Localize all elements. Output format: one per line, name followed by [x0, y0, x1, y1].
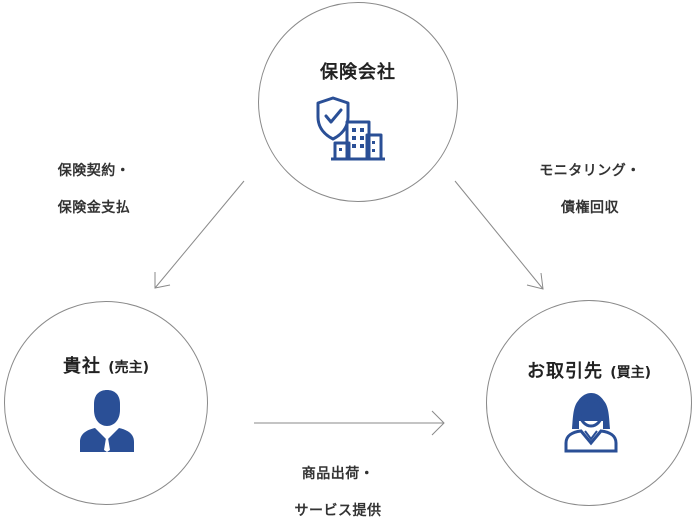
arrow-insurer-to-buyer: [454, 180, 544, 290]
woman-person-icon: [564, 393, 618, 453]
arrowhead-seller: [154, 272, 171, 289]
seller-title: 貴社 (売主): [62, 356, 150, 377]
buyer-node: お取引先 (買主): [486, 300, 692, 506]
arrowhead-buyer: [526, 272, 544, 290]
flow-arrows: [154, 180, 544, 436]
man-person-icon: [80, 390, 134, 452]
insurer-title: 保険会社: [320, 62, 396, 83]
buyer-title: お取引先 (買主): [526, 361, 652, 382]
arrowhead-bottom: [431, 410, 445, 436]
flow-label-shipment: 商品出荷・ サービス提供: [294, 466, 382, 519]
seller-node: 貴社 (売主): [4, 301, 208, 505]
arrow-insurer-to-seller: [154, 180, 245, 289]
insurer-node: 保険会社: [258, 2, 458, 202]
flow-label-insurance-contract: 保険契約・ 保険金支払: [57, 163, 131, 216]
flow-label-monitoring: モニタリング・ 債権回収: [539, 163, 641, 216]
shield-building-icon: [316, 96, 385, 161]
